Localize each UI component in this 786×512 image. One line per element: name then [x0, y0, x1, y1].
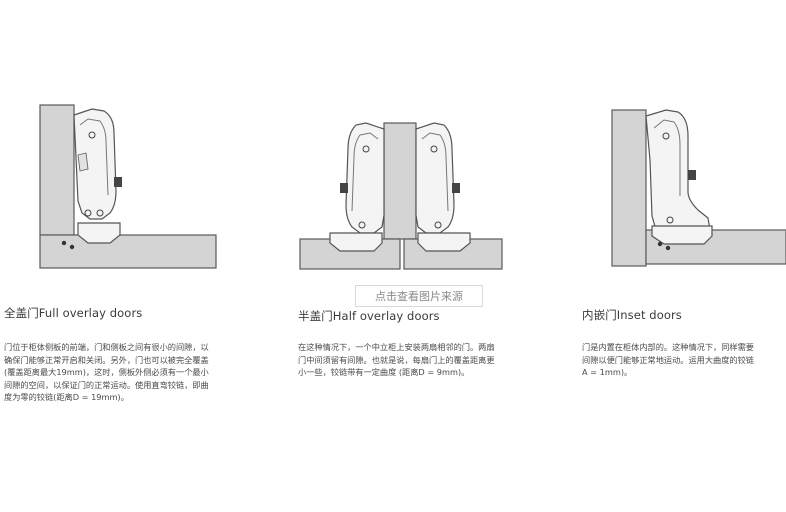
half-overlay-title: 半盖门Half overlay doors — [298, 309, 440, 323]
door-panel — [39, 234, 217, 269]
side-panel — [611, 109, 647, 267]
half-overlay-hinge-diagram — [299, 122, 503, 270]
hinge-arm — [645, 109, 711, 231]
view-image-source-link[interactable]: 点击查看图片来源 — [355, 285, 483, 307]
half-overlay-description: 在这种情况下，一个中立柜上安装两扇相邻的门。两扇 门中间须留有间隙。也就是说，每… — [298, 342, 495, 378]
full-overlay-hinge-diagram — [39, 104, 217, 269]
inset-description: 门是内置在柜体内部的。这种情况下，同样需要 间隙以便门能够正常地运动。运用大曲度… — [582, 342, 754, 378]
inset-hinge-diagram — [611, 109, 786, 267]
middle-panel — [383, 122, 417, 240]
full-overlay-description: 门位于柜体侧板的前端，门和侧板之间有很小的间隙，以 确保门能够正常开启和关闭。另… — [4, 342, 209, 403]
full-overlay-title: 全盖门Full overlay doors — [4, 306, 143, 320]
right-hinge-arm — [415, 122, 455, 234]
hinge-cup — [77, 222, 121, 244]
side-panel — [39, 104, 75, 236]
inset-title: 内嵌门Inset doors — [582, 308, 682, 322]
left-hinge-arm — [345, 122, 385, 234]
hinge-cup — [651, 225, 713, 245]
